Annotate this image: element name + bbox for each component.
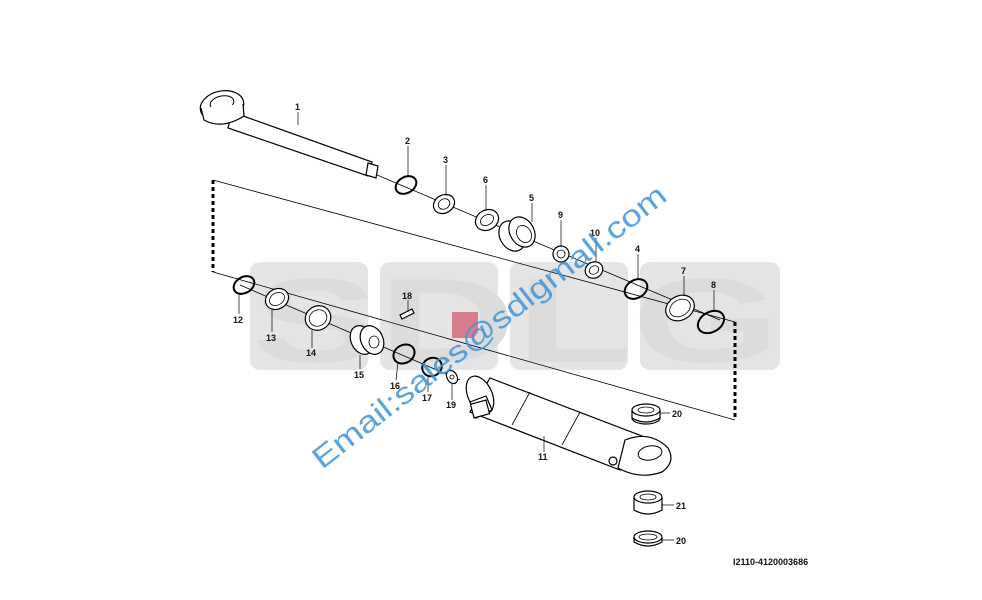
callout-9: 9 bbox=[558, 210, 563, 220]
washer-19 bbox=[445, 369, 459, 385]
o-ring-4 bbox=[623, 278, 649, 300]
wiper-ring-3 bbox=[432, 193, 456, 215]
callout-12: 12 bbox=[233, 315, 243, 325]
guide-head-5 bbox=[498, 216, 536, 252]
drawing-code: I2110-4120003686 bbox=[733, 557, 808, 567]
seal-13 bbox=[264, 287, 290, 311]
leader-lines bbox=[238, 112, 715, 541]
bushing-9 bbox=[552, 245, 570, 263]
callout-7: 7 bbox=[681, 266, 686, 276]
cylinder-barrel bbox=[465, 375, 672, 476]
callout-17: 17 bbox=[422, 393, 432, 403]
callout-1: 1 bbox=[295, 102, 300, 112]
callout-labels: 1 2 3 4 5 6 7 8 9 10 11 12 13 14 15 16 1… bbox=[233, 102, 716, 546]
bushing-20-top bbox=[631, 403, 661, 425]
ring-10 bbox=[584, 261, 604, 279]
assembly-bracket bbox=[211, 179, 737, 421]
callout-6: 6 bbox=[483, 175, 488, 185]
callout-15: 15 bbox=[354, 370, 364, 380]
o-ring-8 bbox=[696, 309, 726, 335]
piston-rod bbox=[199, 90, 379, 179]
callout-13: 13 bbox=[266, 333, 276, 343]
callout-16: 16 bbox=[390, 381, 400, 391]
callout-11: 11 bbox=[538, 452, 548, 462]
watermark-logo-text: SDLG bbox=[252, 254, 780, 388]
callout-10: 10 bbox=[590, 228, 600, 238]
callout-20-top: 20 bbox=[672, 409, 682, 419]
bushing-21 bbox=[633, 490, 663, 515]
o-ring-12 bbox=[232, 275, 256, 295]
callout-5: 5 bbox=[529, 193, 534, 203]
callout-20-bottom: 20 bbox=[676, 536, 686, 546]
callout-18: 18 bbox=[402, 291, 412, 301]
callout-2: 2 bbox=[405, 136, 410, 146]
upper-axis-line bbox=[369, 171, 721, 321]
callout-19: 19 bbox=[446, 400, 456, 410]
seal-6 bbox=[474, 208, 500, 232]
wear-ring-14 bbox=[304, 305, 332, 331]
callout-14: 14 bbox=[306, 348, 316, 358]
callout-8: 8 bbox=[711, 280, 716, 290]
o-ring-17 bbox=[421, 356, 443, 378]
piston-15 bbox=[349, 325, 385, 355]
bushing-20-bottom bbox=[633, 530, 663, 547]
callout-4: 4 bbox=[635, 244, 640, 254]
backup-ring-7 bbox=[665, 294, 695, 322]
o-ring-2 bbox=[394, 175, 418, 195]
callout-3: 3 bbox=[443, 155, 448, 165]
callout-21: 21 bbox=[676, 501, 686, 511]
o-ring-16 bbox=[392, 343, 416, 365]
